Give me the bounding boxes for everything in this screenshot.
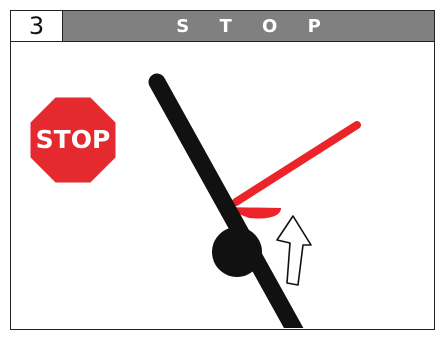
stop-sign-icon: STOP — [29, 96, 117, 184]
stop-illustration: STOP — [11, 42, 434, 329]
hub-circle — [212, 227, 262, 277]
panel-header: 3 S T O P — [11, 11, 434, 42]
illustration-canvas: STOP — [11, 42, 433, 328]
red-needle — [236, 125, 357, 202]
step-number: 3 — [11, 11, 63, 41]
instruction-panel: 3 S T O P STOP — [10, 10, 435, 330]
black-lever — [157, 82, 297, 328]
stop-sign-text: STOP — [36, 125, 111, 154]
up-arrow-icon — [277, 216, 311, 285]
panel-title: S T O P — [63, 11, 434, 41]
